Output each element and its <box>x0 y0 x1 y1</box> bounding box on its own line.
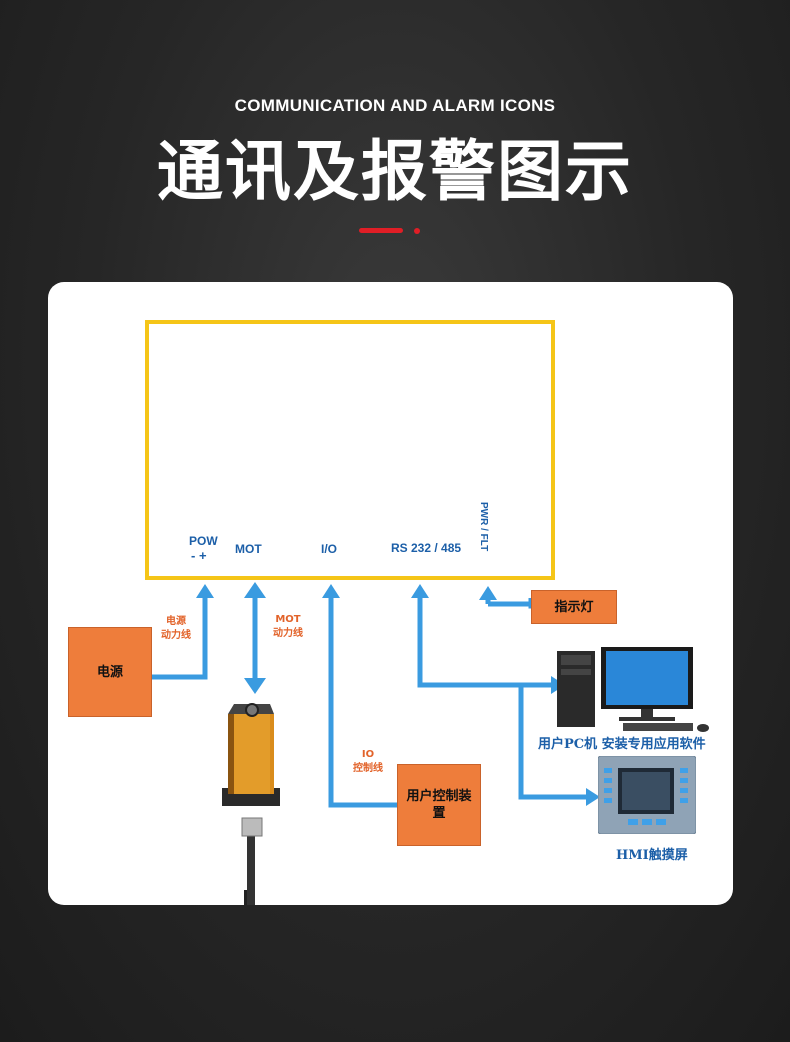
io-line-arrow <box>328 596 397 808</box>
port-rs-label: RS 232 / 485 <box>391 541 462 555</box>
page-title: 通讯及报警图示 <box>157 133 633 210</box>
port-pow-polarity: - + <box>191 548 207 563</box>
rs-line-pc-arrow <box>417 596 553 688</box>
diagram-card: POW - + MOT I/O RS 232 / 485 PWR / FLT <box>48 282 733 905</box>
io-line-label: IO 控制线 <box>353 749 383 774</box>
port-pow-label: POW <box>189 534 218 548</box>
user-control-box: 用户控制装置 <box>397 764 481 846</box>
mot-line-label: MOT 动力线 <box>273 614 303 639</box>
power-line-arrow <box>151 596 208 680</box>
power-supply-box: 电源 <box>68 627 152 717</box>
page-subtitle: COMMUNICATION AND ALARM ICONS <box>234 96 556 115</box>
title-accent-bar <box>359 228 403 233</box>
indicator-box: 指示灯 <box>531 590 617 624</box>
port-mot-label: MOT <box>235 542 262 556</box>
power-line-label: 电源 动力线 <box>161 616 191 641</box>
connection-arrows <box>151 582 600 808</box>
hmi-label: HMI触摸屏 <box>616 848 688 863</box>
controller-frame <box>145 320 555 580</box>
port-pwr-flt-label: PWR / FLT <box>478 502 489 552</box>
actuator-icon <box>222 703 280 905</box>
pc-label: 用户PC机 安装专用应用软件 <box>538 737 706 752</box>
rs-line-hmi-arrow <box>518 685 588 800</box>
port-io-label: I/O <box>321 542 338 556</box>
hmi-icon <box>598 756 696 834</box>
pc-icon <box>557 647 709 732</box>
title-accent-dot <box>414 228 420 234</box>
